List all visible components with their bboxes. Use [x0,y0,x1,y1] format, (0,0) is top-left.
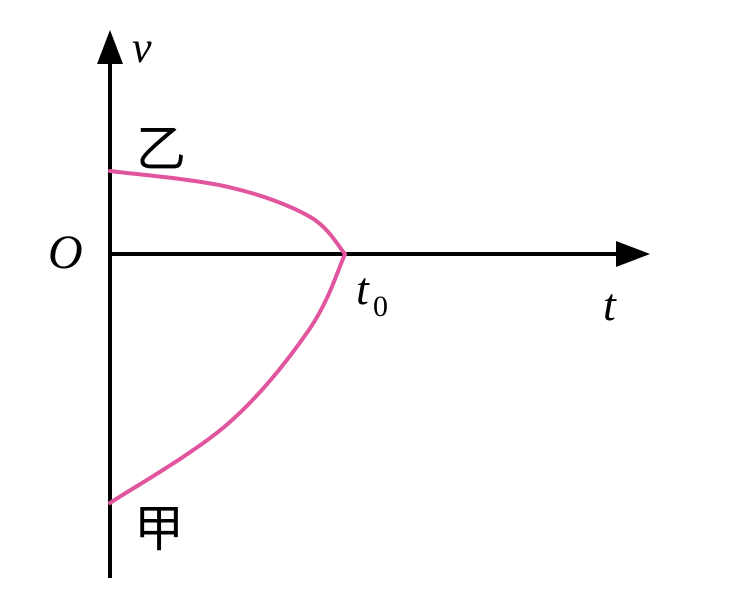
t0-tick-label: t 0 [356,263,388,323]
series-label-jia: 甲 [134,500,184,558]
t0-base: t [356,263,370,314]
t0-subscript: 0 [373,290,388,323]
v-axis-label: v [132,23,152,72]
series-curves [108,169,347,505]
series-curve-1 [108,252,347,505]
axes [97,30,650,578]
t-axis-arrowhead [616,241,650,267]
t-axis-label: t [603,279,617,330]
origin-label: O [48,226,83,279]
v-axis-arrowhead [97,30,123,64]
series-label-yi: 乙 [136,120,186,178]
series-curve-0 [108,169,347,256]
